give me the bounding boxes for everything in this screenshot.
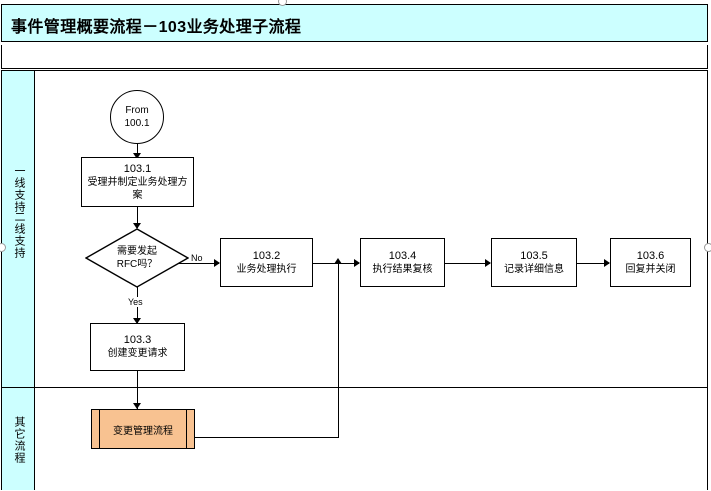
process-node-103-6-caption: 回复并关闭	[625, 263, 676, 275]
decision-node-text: 需要发起 RFC吗？	[85, 245, 189, 271]
process-node-103-1-caption: 受理并制定业务处理方案	[87, 176, 188, 201]
start-node-from-100-1[interactable]: From 100.1	[110, 90, 164, 144]
connector-1032-to-1034	[313, 263, 359, 264]
arrowhead-decision-no-to-1032	[214, 259, 220, 267]
decision-node-need-rfc[interactable]: 需要发起 RFC吗？	[85, 228, 189, 288]
process-node-103-5[interactable]: 103.5 记录详细信息	[491, 238, 577, 287]
swimlane-support-header: 一线支持 二线支持	[2, 71, 35, 387]
process-node-103-1-number: 103.1	[123, 162, 152, 175]
process-node-103-3-caption: 创建变更请求	[107, 348, 168, 359]
process-node-103-1[interactable]: 103.1 受理并制定业务处理方案	[81, 157, 194, 207]
connector-1035-to-1036	[577, 263, 609, 264]
process-node-103-6-number: 103.6	[636, 249, 665, 262]
connector-1033-to-subprocess	[137, 371, 138, 409]
edge-label-no: No	[190, 253, 204, 263]
page-title: 事件管理概要流程－103业务处理子流程	[11, 19, 302, 36]
connector-decision-no-to-1032	[175, 263, 219, 264]
connector-subprocess-up	[338, 264, 339, 437]
process-node-103-2[interactable]: 103.2 业务处理执行	[220, 238, 313, 287]
swimlane-label-first-line-support: 一线支持	[13, 165, 25, 213]
title-bar: 事件管理概要流程－103业务处理子流程	[1, 4, 708, 42]
swimlane-other-header: 其它流程	[2, 388, 35, 490]
process-node-103-3[interactable]: 103.3 创建变更请求	[90, 323, 185, 371]
process-node-103-5-number: 103.5	[520, 249, 548, 262]
arrowhead-1035-to-1036	[604, 259, 610, 267]
arrowhead-subprocess-join	[334, 258, 342, 264]
connector-subprocess-right	[195, 437, 339, 438]
arrowhead-1031-to-decision	[133, 223, 141, 229]
arrowhead-decision-yes-to-1033	[133, 318, 141, 324]
arrowhead-1033-to-subprocess	[133, 403, 141, 409]
process-node-103-2-caption: 业务处理执行	[236, 263, 297, 275]
swimlane-label-second-line-support: 二线支持	[13, 211, 25, 259]
swimlane-frame: 一线支持 二线支持 其它流程	[1, 70, 708, 490]
process-node-103-4-caption: 执行结果复核	[372, 263, 433, 275]
connector-1034-to-1035	[445, 263, 490, 264]
connector-start-to-1031	[137, 144, 138, 158]
arrowhead-1032-to-1034	[354, 259, 360, 267]
subprocess-node-change-management[interactable]: 变更管理流程	[91, 409, 195, 449]
subtitle-band	[1, 45, 708, 69]
connector-1031-to-decision	[137, 206, 138, 228]
swimlane-other: 其它流程	[2, 388, 707, 490]
subprocess-node-caption: 变更管理流程	[113, 425, 173, 437]
process-node-103-6[interactable]: 103.6 回复并关闭	[610, 238, 691, 287]
decision-node-line2: RFC吗？	[116, 259, 158, 270]
swimlane-label-other-process: 其它流程	[13, 416, 25, 464]
process-node-103-3-number: 103.3	[123, 334, 152, 346]
diamond-shape-icon	[85, 228, 189, 288]
decision-node-line1: 需要发起	[117, 246, 157, 257]
process-node-103-4[interactable]: 103.4 执行结果复核	[360, 238, 445, 287]
resize-handle-left[interactable]	[0, 243, 6, 252]
start-node-line1: From	[125, 105, 149, 116]
process-node-103-5-caption: 记录详细信息	[504, 263, 564, 275]
start-node-line2: 100.1	[124, 118, 150, 129]
process-node-103-2-number: 103.2	[252, 249, 281, 262]
arrowhead-start-to-1031	[133, 153, 141, 159]
swimlane-support: 一线支持 二线支持	[2, 71, 707, 388]
edge-label-yes: Yes	[127, 297, 144, 307]
process-node-103-4-number: 103.4	[388, 249, 417, 262]
arrowhead-1034-to-1035	[485, 259, 491, 267]
resize-handle-right[interactable]	[704, 243, 711, 252]
resize-handle-top[interactable]	[278, 0, 287, 6]
